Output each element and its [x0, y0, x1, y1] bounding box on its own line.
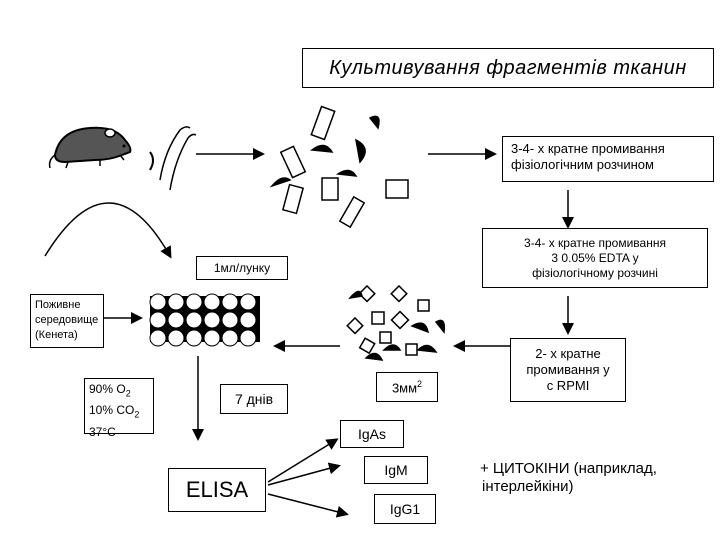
wash1-line1: 3-4- х кратне промивання: [511, 141, 665, 156]
arrow-to-igg1: [267, 493, 349, 518]
tissue-strand-icon: [149, 126, 197, 191]
wash2-line3: фізіологічному розчині: [532, 265, 658, 280]
arrow-to-iga: [267, 438, 339, 483]
cytokines-text: + ЦИТОКІНИ (наприклад, інтерлейкіни): [480, 460, 716, 496]
per-well-box: 1мл/лунку: [196, 256, 288, 280]
per-well-label: 1мл/лунку: [213, 261, 271, 275]
arrow-to-igm: [267, 462, 341, 486]
wash3-line3: с RPMI: [546, 378, 590, 393]
washed-fragments-icon: [346, 284, 446, 361]
igg1-label: IgG1: [389, 501, 421, 517]
fragment-size-box: 3мм2: [376, 372, 438, 402]
medium-line2: середовище: [35, 314, 99, 326]
temp-line: 37°C: [89, 424, 116, 439]
o2-line: 90% O2: [89, 382, 131, 399]
well-plate-icon: [149, 293, 260, 347]
wash3-box: 2- х кратне промивання у с RPMI: [510, 338, 626, 402]
wash2-line1: 3-4- х кратне промивання: [524, 235, 666, 250]
iga-label: IgAs: [357, 426, 386, 442]
wash2-box: 3-4- х кратне промивання 3 0.05% EDTA у …: [482, 228, 708, 288]
iga-box: IgAs: [340, 420, 404, 448]
diagram-title: Культивування фрагментів тканин: [302, 48, 714, 88]
igg1-box: IgG1: [374, 494, 436, 524]
cytokines-line2: інтерлейкіни): [482, 478, 574, 495]
pipette-curve: [44, 202, 172, 259]
wash3-line2: промивання у: [526, 362, 610, 377]
wash1-line2: фізіологічним розчином: [511, 157, 654, 172]
days-label: 7 днів: [234, 391, 274, 407]
medium-line3: (Кенета): [35, 329, 78, 341]
wash1-box: 3-4- х кратне промивання фізіологічним р…: [502, 136, 714, 182]
medium-line1: Поживне: [35, 299, 81, 311]
mouse-icon: [48, 126, 132, 169]
fragment-size-label: 3мм2: [391, 378, 423, 396]
medium-box: Поживне середовище (Кенета): [30, 294, 104, 348]
elisa-label: ELISA: [185, 477, 249, 502]
conditions-box: 90% O2 10% CO2 37°C: [84, 378, 154, 439]
tissue-fragments-icon: [269, 105, 409, 229]
elisa-box: ELISA: [168, 468, 266, 512]
co2-line: 10% CO2: [89, 403, 140, 420]
days-box: 7 днів: [220, 384, 288, 414]
igm-label: IgM: [384, 462, 408, 478]
cytokines-line1: + ЦИТОКІНИ (наприклад,: [480, 460, 657, 477]
wash3-line1: 2- х кратне: [535, 346, 601, 361]
igm-box: IgM: [364, 456, 428, 484]
wash2-line2: 3 0.05% EDTA у: [551, 250, 639, 265]
